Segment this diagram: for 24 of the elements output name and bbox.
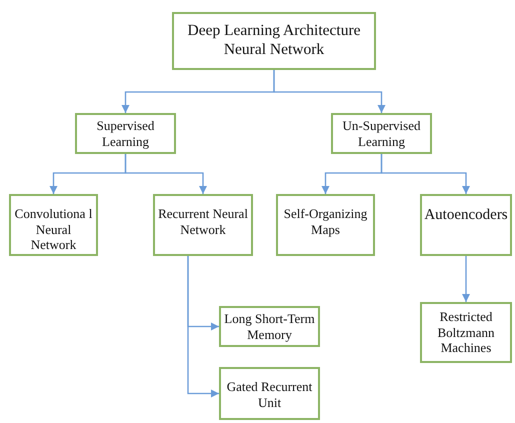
arrow <box>273 70 386 113</box>
process-box <box>172 12 376 70</box>
node-label: Autoencoders <box>424 206 508 224</box>
node-label: Un-Supervised Learning <box>342 118 422 150</box>
process-box <box>420 194 512 256</box>
node-label: Self-Organizing Maps <box>282 206 368 238</box>
arrow <box>124 154 207 194</box>
arrow <box>187 256 219 398</box>
node-label: Supervised Learning <box>96 118 156 150</box>
process-box <box>153 194 253 256</box>
node-label: Restricted Boltzmann Machines <box>436 309 496 356</box>
process-box <box>331 113 432 154</box>
process-box <box>75 113 176 154</box>
node-label: Convolutiona l Neural Network <box>14 206 94 253</box>
arrow <box>462 256 470 302</box>
process-box <box>9 194 98 256</box>
node-label: Long Short-Term Memory <box>223 310 316 342</box>
process-box <box>276 194 375 256</box>
node-label: Recurrent Neural Network <box>157 206 249 238</box>
process-box <box>219 367 320 420</box>
arrow <box>380 154 470 194</box>
node-label: Deep Learning Architecture Neural Network <box>186 22 362 60</box>
process-box <box>420 302 512 363</box>
node-label: Gated Recurrent Unit <box>226 379 314 410</box>
